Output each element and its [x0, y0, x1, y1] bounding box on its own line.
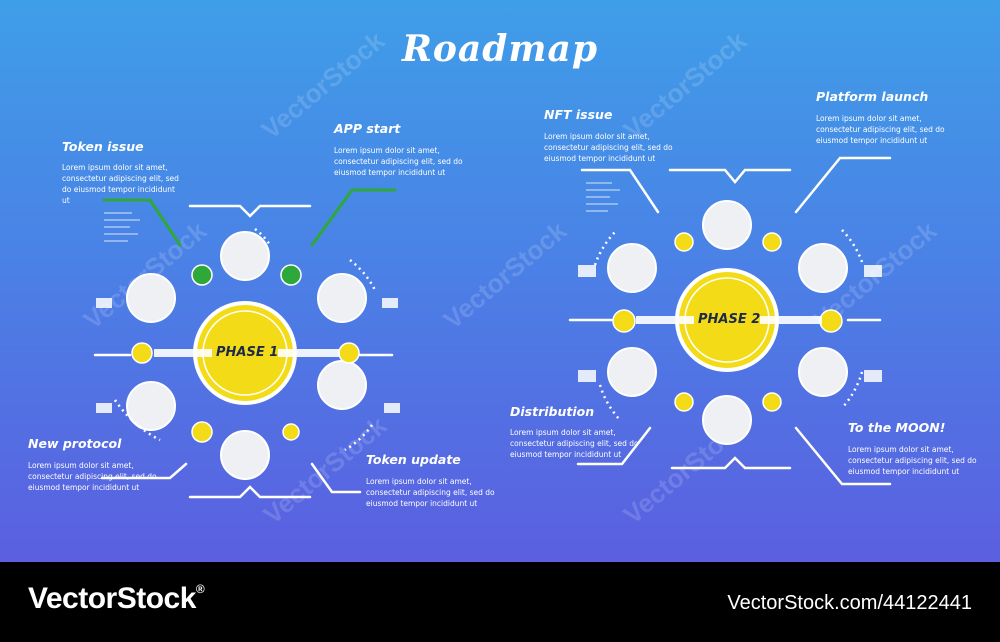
yellow-node	[612, 309, 636, 333]
connector-lines	[568, 156, 892, 486]
milestone-circle	[702, 395, 752, 445]
phase-2-group	[568, 156, 892, 486]
grid-mark	[578, 370, 596, 382]
milestone-circles	[126, 231, 367, 480]
milestone-text-new-protocol: Lorem ipsum dolor sit amet, consectetur …	[28, 461, 157, 492]
milestone-circle	[607, 347, 657, 397]
milestone-title-to-the-moon: To the MOON!	[848, 420, 946, 435]
dotted-arc	[344, 424, 374, 452]
dotted-arc	[254, 227, 272, 246]
milestone-text-token-update: Lorem ipsum dolor sit amet, consectetur …	[366, 477, 495, 508]
phase-1-group	[93, 188, 400, 499]
grid-mark	[96, 403, 112, 413]
milestone-title-nft-issue: NFT issue	[544, 107, 613, 122]
milestone-circle	[126, 381, 176, 431]
connector-line	[188, 485, 312, 499]
connector-line	[668, 168, 792, 184]
yellow-node	[131, 342, 153, 364]
yellow-node	[762, 232, 782, 252]
milestone-circle	[798, 347, 848, 397]
grid-mark	[384, 403, 400, 413]
phase-2-label: PHASE 2	[698, 312, 761, 327]
connector-line	[310, 462, 362, 494]
decorative-grids	[578, 265, 882, 382]
dotted-arc	[113, 399, 161, 442]
dotted-arc	[841, 229, 864, 263]
milestone-title-new-protocol: New protocol	[28, 436, 122, 451]
yellow-node	[338, 342, 360, 364]
connector-line	[670, 456, 792, 470]
registered-mark: ®	[195, 582, 205, 596]
yellow-node	[674, 392, 694, 412]
grid-mark	[864, 265, 882, 277]
milestone-circle	[798, 243, 848, 293]
connector-line	[580, 168, 660, 214]
decorative-grids	[96, 298, 400, 413]
milestone-text-token-issue: Lorem ipsum dolor sit amet, consectetur …	[62, 163, 179, 205]
milestone-title-token-issue: Token issue	[62, 139, 144, 154]
milestone-text-platform-launch: Lorem ipsum dolor sit amet, consectetur …	[816, 114, 945, 145]
milestone-text-distribution: Lorem ipsum dolor sit amet, consectetur …	[510, 428, 639, 459]
milestone-circle	[702, 200, 752, 250]
yellow-node	[819, 309, 843, 333]
yellow-node	[282, 423, 300, 441]
decorative-arcs	[113, 227, 377, 452]
grid-mark	[578, 265, 596, 277]
milestone-text-to-the-moon: Lorem ipsum dolor sit amet, consectetur …	[848, 445, 977, 476]
connector-line	[794, 156, 892, 214]
yellow-node	[762, 392, 782, 412]
milestone-title-distribution: Distribution	[510, 404, 595, 419]
milestone-circle	[317, 273, 367, 323]
milestone-title-token-update: Token update	[366, 452, 461, 467]
milestone-text-nft-issue: Lorem ipsum dolor sit amet, consectetur …	[544, 132, 673, 163]
dotted-arc	[349, 259, 377, 291]
connector-line	[188, 204, 312, 218]
green-node	[280, 264, 302, 286]
connector-line	[794, 426, 892, 486]
milestone-circle	[317, 360, 367, 410]
milestone-circle	[126, 273, 176, 323]
green-node	[191, 264, 213, 286]
decorative-arcs	[593, 229, 864, 421]
yellow-node	[674, 232, 694, 252]
footer-credit: VectorStock.com/44122441	[727, 592, 972, 614]
connector-line	[100, 462, 188, 480]
brand-text: VectorStock	[28, 582, 196, 615]
text-lines-deco	[104, 212, 140, 242]
milestone-text-app-start: Lorem ipsum dolor sit amet, consectetur …	[334, 146, 463, 177]
connector-lines	[93, 204, 394, 499]
milestone-title-platform-launch: Platform launch	[816, 89, 929, 104]
milestone-circles	[607, 200, 848, 445]
green-line	[102, 198, 182, 247]
milestone-title-app-start: APP start	[334, 121, 401, 136]
grid-mark	[382, 298, 398, 308]
grid-mark	[864, 370, 882, 382]
roadmap-diagram	[93, 156, 892, 499]
footer-bar	[0, 562, 1000, 642]
yellow-node	[191, 421, 213, 443]
milestone-circle	[220, 231, 270, 281]
green-connector-lines	[102, 188, 397, 247]
text-lines-deco	[586, 182, 620, 212]
phase-1-label-bg	[212, 344, 278, 362]
phase-1-label: PHASE 1	[216, 345, 279, 360]
milestone-circle	[607, 243, 657, 293]
connector-line	[576, 426, 652, 466]
roadmap-artwork: VectorStock VectorStock VectorStock Vect…	[0, 0, 1000, 562]
milestone-circle	[220, 430, 270, 480]
green-line	[310, 188, 397, 247]
roadmap-title: Roadmap	[401, 28, 599, 70]
dotted-arc	[593, 231, 616, 266]
footer-brand: VectorStock®	[28, 582, 205, 616]
phase-2-label-bg	[694, 311, 760, 329]
grid-mark	[96, 298, 112, 308]
